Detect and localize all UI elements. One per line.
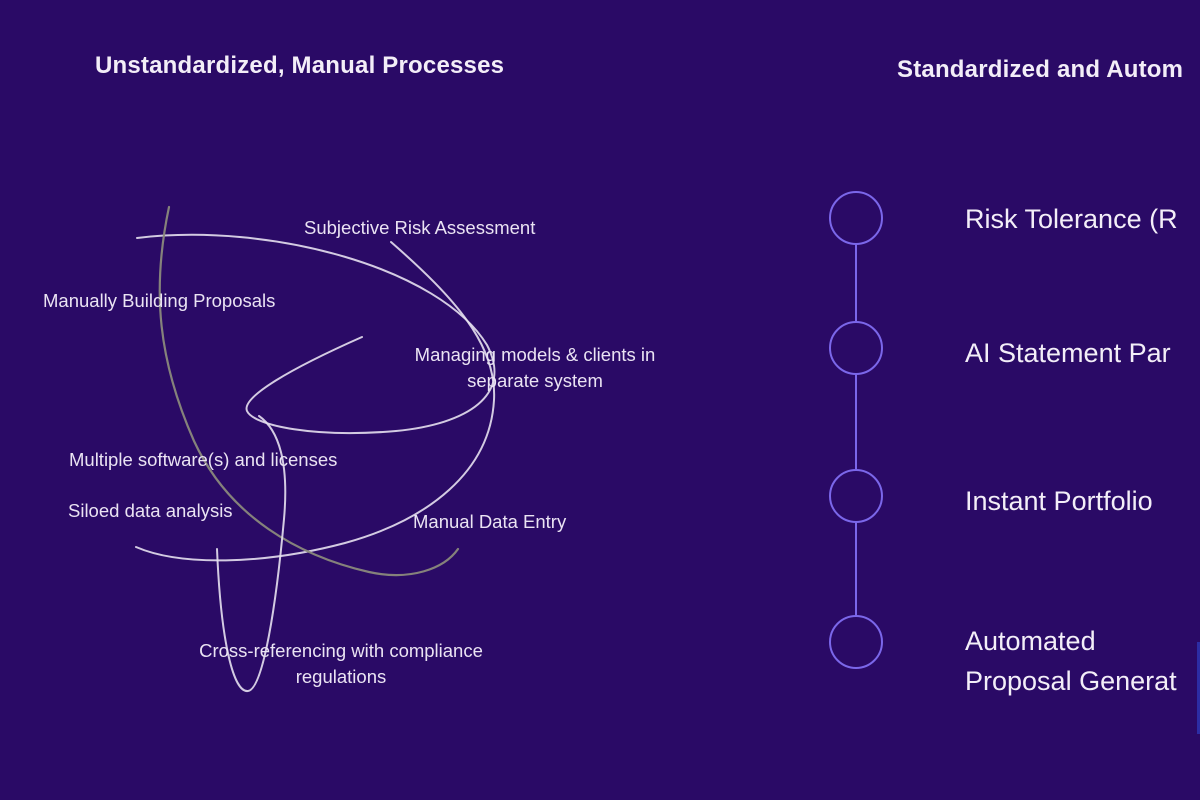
pain-point-multiple-software: Multiple software(s) and licenses: [69, 449, 338, 470]
left-panel-title: Unstandardized, Manual Processes: [95, 52, 505, 79]
step-automated-proposal-line2: Proposal Generat: [965, 666, 1177, 696]
pain-point-subjective-risk: Subjective Risk Assessment: [304, 217, 536, 238]
pain-point-manual-proposals: Manually Building Proposals: [43, 290, 276, 311]
step-risk-tolerance: Risk Tolerance (R: [965, 204, 1178, 234]
edge-clipped-element: [1197, 642, 1200, 734]
pain-point-separate-systems: Managing models & clients in separate sy…: [414, 344, 656, 391]
right-panel-title: Standardized and Autom: [897, 56, 1184, 83]
timeline-connector: [855, 375, 857, 469]
timeline-node-icon: [829, 321, 883, 375]
pain-point-manual-data-entry: Manual Data Entry: [413, 511, 567, 532]
timeline-connector: [855, 523, 857, 615]
step-automated-proposal: Automated Proposal Generat: [965, 621, 1177, 701]
step-ai-statement-parsing: AI Statement Par: [965, 338, 1171, 368]
scribble-loop-curve: [136, 233, 496, 435]
step-automated-proposal-line1: Automated: [965, 626, 1096, 656]
step-instant-portfolio: Instant Portfolio: [965, 486, 1153, 516]
timeline-connector: [855, 245, 857, 321]
pain-point-compliance-crossref: Cross-referencing with compliance regula…: [199, 640, 483, 687]
timeline-node-icon: [829, 469, 883, 523]
timeline-node-icon: [829, 615, 883, 669]
timeline-node-icon: [829, 191, 883, 245]
pain-point-siloed-data: Siloed data analysis: [68, 500, 233, 521]
